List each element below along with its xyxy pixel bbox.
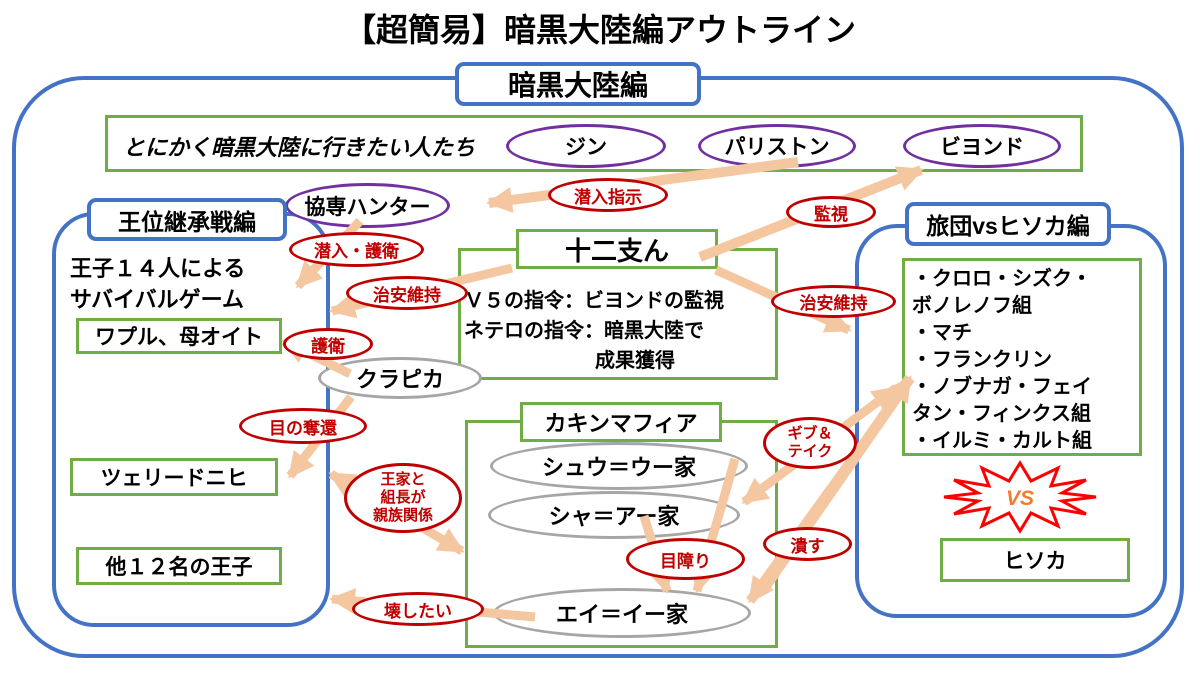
label-royal-line: 親族関係 [372,507,433,524]
page-title: 【超簡易】暗黒大陸編アウトライン [343,12,856,48]
label-security-right: 治安維持 [771,285,896,318]
label-royal-family-relation: 王家と 組長が 親族関係 [344,463,462,533]
zodiac-order-netero: ネテロの指令：暗黒大陸で [464,320,704,342]
label-want-to-destroy: 壊したい [352,592,484,626]
label-eye-recovery: 目の奪還 [239,408,367,444]
label-royal-line: 王家と [380,471,426,488]
zodiac-order-v5: Ｖ５の指令：ビヨンドの監視 [464,290,724,312]
troupe-member-line: ・イルミ・カルト組 [912,430,1092,452]
troupe-members-box: ・クロロ・シズク・ ボノレノフ組 ・マチ ・フランクリン ・ノブナガ・フェイ タ… [902,258,1142,456]
label-crush: 潰す [763,527,852,561]
other-princes-box: 他１２名の王子 [76,547,282,585]
kurapika-oval: クラピカ [318,357,482,399]
hisoka-box: ヒソカ [940,538,1130,582]
troupe-member-line: ・ノブナガ・フェイ [912,376,1092,398]
traveler-oval-beyond: ビヨンド [903,124,1061,168]
zodiac-orders: Ｖ５の指令：ビヨンドの監視 ネテロの指令：暗黒大陸で 成果獲得 [464,286,774,376]
traveler-oval-ging: ジン [506,124,666,168]
label-surveillance: 監視 [786,196,876,228]
label-eyesore: 目障り [626,538,745,580]
troupe-member-line: ・クロロ・シズク・ [912,268,1092,290]
label-escort: 護衛 [283,328,373,360]
zodiac-order-result: 成果獲得 [595,350,675,372]
travelers-caption: とにかく暗黒大陸に行きたい人たち [123,135,476,160]
mafia-title: カキンマフィア [520,402,722,442]
xiyu-family-oval: シュウ＝ウー家 [490,442,748,490]
char-family-oval: シャ＝アー家 [488,491,740,539]
label-give-and-take: ギブ＆ テイク [763,417,857,469]
eiy-family-oval: エイ＝イー家 [493,588,751,638]
label-infiltrate-escort: 潜入・護衛 [289,232,424,267]
succession-war-title: 王位継承戦編 [87,198,287,241]
label-royal-line: 組長が [380,489,426,506]
troupe-member-line: ボノレノフ組 [912,295,1032,317]
woble-oito-box: ワプル、母オイト [76,318,282,354]
association-hunter-oval: 協専ハンター [285,183,450,228]
zodiac-title: 十二支ん [516,229,718,269]
tserriednich-box: ツェリードニヒ [70,458,278,496]
troupe-member-line: ・マチ [912,322,972,344]
troupe-member-line: ・フランクリン [912,349,1052,371]
troupe-title: 旅団vsヒソカ編 [905,202,1111,246]
traveler-oval-pariston: パリストン [698,124,856,168]
succession-desc-line1: 王子１４人による [70,256,246,281]
troupe-member-line: タン・フィンクス組 [912,403,1091,425]
label-give-take-line: ギブ＆ [787,425,833,442]
label-give-take-line: テイク [787,443,833,460]
label-infiltration-order: 潜入指示 [548,178,668,212]
dark-continent-label: 暗黒大陸編 [455,62,701,106]
label-security-left: 治安維持 [346,276,468,310]
succession-desc-line2: サバイバルゲーム [70,287,245,312]
succession-desc: 王子１４人による サバイバルゲーム [70,253,245,315]
